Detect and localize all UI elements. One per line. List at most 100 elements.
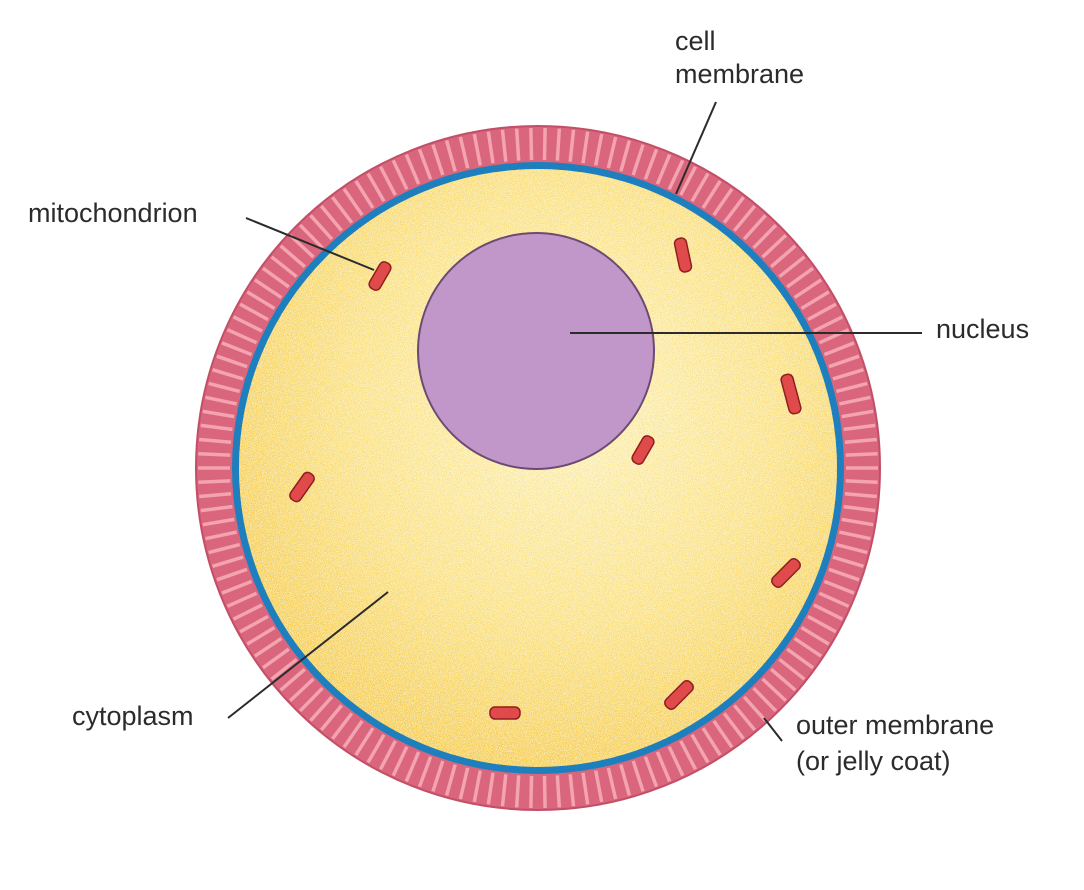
- jelly-coat-stripe: [205, 530, 238, 541]
- jelly-coat-stripe: [391, 159, 409, 191]
- jelly-coat-stripe: [431, 760, 445, 792]
- jelly-coat-stripe: [239, 302, 269, 322]
- jelly-coat-stripe: [619, 140, 632, 172]
- jelly-coat-stripe: [319, 704, 344, 732]
- jelly-coat-stripe: [212, 368, 244, 381]
- jelly-coat-stripe: [200, 423, 233, 432]
- jelly-coat-stripe: [221, 341, 253, 357]
- jelly-coat-stripe: [270, 657, 298, 681]
- jelly-coat-stripe: [205, 395, 238, 406]
- label-cell-membrane-line2: membrane: [675, 59, 804, 89]
- jelly-coat-stripe: [246, 290, 276, 310]
- jelly-coat-stripe: [643, 756, 659, 788]
- jelly-coat-stripe: [581, 131, 590, 164]
- jelly-coat-stripe: [404, 751, 421, 783]
- jelly-coat-stripe: [823, 341, 855, 357]
- label-cytoplasm: cytoplasm: [72, 701, 194, 731]
- jelly-coat-stripe: [813, 603, 844, 621]
- jelly-coat-stripe: [701, 179, 722, 209]
- jelly-coat-stripe: [800, 290, 830, 310]
- jelly-coat-stripe: [712, 719, 734, 749]
- jelly-coat-stripe: [500, 129, 508, 162]
- jelly-coat-stripe: [279, 244, 306, 269]
- jelly-coat-stripe: [800, 626, 830, 646]
- jelly-coat-stripe: [309, 695, 334, 722]
- jelly-coat-stripe: [845, 479, 878, 484]
- jelly-coat-stripe: [619, 764, 632, 796]
- jelly-coat-stripe: [835, 381, 868, 394]
- leader-mitochondrion: [245, 217, 375, 271]
- jelly-coat-stripe: [631, 760, 645, 792]
- jelly-coat-stripe: [342, 187, 364, 217]
- jelly-coat-stripe: [366, 733, 386, 764]
- jelly-coat-stripe: [655, 153, 672, 185]
- jelly-coat-stripe: [270, 255, 298, 279]
- jelly-coat-stripe: [246, 626, 276, 646]
- jelly-coat-stripe: [722, 196, 745, 224]
- label-outer-membrane-line1: outer membrane: [796, 710, 994, 740]
- mitochondrion: [664, 680, 694, 710]
- jelly-coat-stripe: [828, 567, 860, 582]
- jelly-coat-stripe: [331, 712, 354, 740]
- jelly-coat-stripe: [500, 774, 508, 807]
- jelly-coat-stripe: [202, 517, 235, 527]
- jelly-coat-stripe: [458, 136, 470, 169]
- jelly-coat-stripe: [199, 437, 232, 444]
- jelly-coat-stripe: [631, 144, 645, 176]
- jelly-coat-stripe: [841, 409, 874, 419]
- jelly-coat-stripe: [309, 214, 334, 241]
- jelly-coat-stripe: [555, 775, 562, 808]
- mitochondrion: [368, 261, 392, 291]
- jelly-coat-stripe: [844, 437, 877, 444]
- leader-cytoplasm: [227, 591, 389, 719]
- jelly-coat-stripe: [232, 315, 263, 333]
- jelly-coat-stripe: [354, 179, 375, 209]
- jelly-coat-stripe: [843, 423, 876, 432]
- jelly-coat-stripe: [288, 233, 315, 259]
- jelly-coat-stripe: [378, 740, 397, 771]
- jelly-coat-stripe: [202, 409, 235, 419]
- jelly-coat-stripe: [722, 712, 745, 740]
- jelly-coat-stripe: [742, 214, 767, 241]
- jelly-coat-stripe: [752, 223, 778, 250]
- jelly-coat-stripe: [298, 223, 324, 250]
- jelly-coat-stripe: [331, 196, 354, 224]
- mitochondrion: [780, 373, 802, 415]
- jelly-coat-stripe: [818, 591, 850, 608]
- jelly-coat-stripe: [529, 128, 534, 161]
- jelly-coat-stripe: [843, 504, 876, 513]
- jelly-coat-stripe: [444, 140, 457, 172]
- jelly-coat-stripe: [778, 657, 806, 681]
- label-nucleus: nucleus: [936, 314, 1029, 344]
- jelly-coat-stripe: [431, 144, 445, 176]
- nucleus-body: [417, 232, 655, 470]
- leader-outer-membrane: [763, 717, 783, 742]
- jelly-coat-stripe: [581, 772, 590, 805]
- jelly-coat-stripe: [221, 579, 253, 595]
- leader-lines: [227, 101, 922, 742]
- jelly-coat-stripe: [529, 775, 534, 808]
- jelly-coat-stripe: [472, 133, 483, 166]
- jelly-coat-stripe: [208, 542, 241, 555]
- jelly-coat-stripe: [568, 774, 576, 807]
- jelly-coat-stripe: [458, 767, 470, 800]
- jelly-coat-stripe: [555, 128, 562, 161]
- jelly-coat-stripe: [226, 591, 258, 608]
- label-outer-membrane-line2: (or jelly coat): [796, 746, 951, 776]
- jelly-coat-stripe: [378, 165, 397, 196]
- jelly-coat-stripe: [828, 354, 860, 369]
- jelly-coat-stripe: [761, 677, 788, 703]
- jelly-coat-stripe: [232, 603, 263, 621]
- mitochondrion: [673, 237, 693, 273]
- jelly-coat-stripe: [514, 128, 521, 161]
- jelly-coat-stripe: [690, 733, 710, 764]
- jelly-coat-stripe: [807, 302, 837, 322]
- jelly-coat-stripe: [342, 719, 364, 749]
- jelly-coat-stripe: [444, 764, 457, 796]
- jelly-coat-stripe: [593, 133, 604, 166]
- mitochondrion: [771, 558, 801, 588]
- jelly-coat-stripe: [643, 148, 659, 180]
- jelly-coat-stripe: [472, 770, 483, 803]
- leader-cell-membrane: [675, 101, 717, 195]
- jelly-coat-stripe: [786, 647, 815, 670]
